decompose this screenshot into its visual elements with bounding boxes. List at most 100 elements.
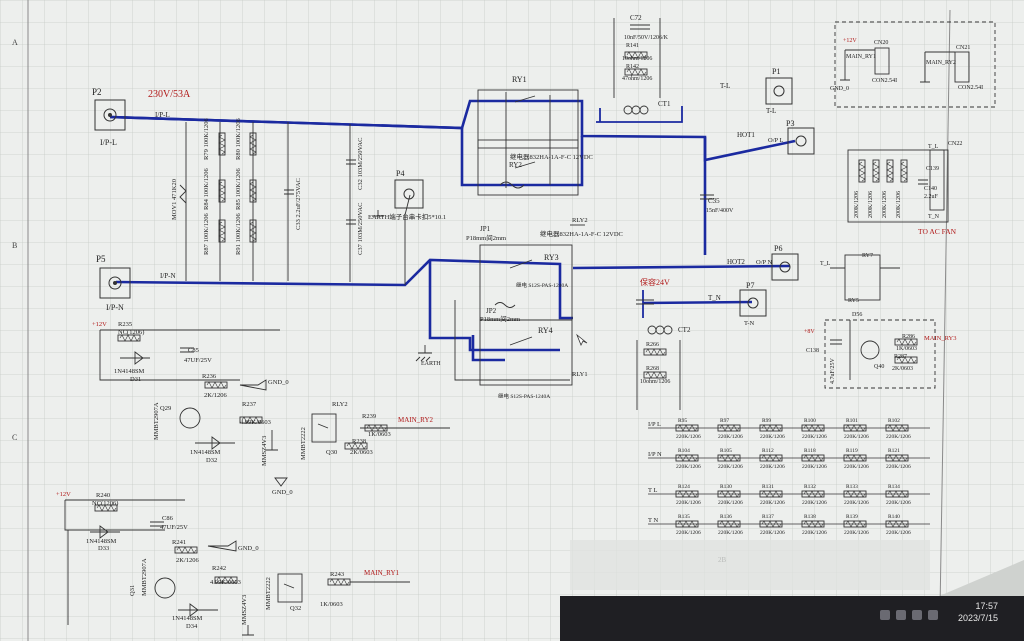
svg-text:RLY2: RLY2 (332, 401, 348, 408)
svg-text:CN21: CN21 (956, 45, 970, 51)
svg-text:P5: P5 (96, 254, 106, 264)
blurred-area (570, 540, 930, 590)
divider-resistor-value: 220K/1206 (844, 530, 869, 536)
windows-taskbar: 17:57 2023/7/15 (560, 596, 1024, 641)
wifi-icon[interactable] (912, 610, 922, 620)
svg-text:D56: D56 (852, 312, 862, 318)
svg-text:+12V: +12V (56, 491, 71, 498)
svg-text:200K/1206: 200K/1206 (896, 191, 902, 218)
mouse-cursor (576, 333, 588, 346)
divider-resistor-value: 220K/1206 (676, 464, 701, 470)
terminal-p1[interactable]: P1 T-L (765, 67, 793, 115)
svg-text:MAIN_RY1: MAIN_RY1 (846, 54, 876, 60)
svg-text:D31: D31 (130, 376, 141, 383)
tray-icon[interactable] (880, 610, 890, 620)
volume-icon[interactable] (928, 610, 938, 620)
svg-text:C86: C86 (162, 515, 174, 522)
divider-resistor-value: 220K/1206 (718, 500, 743, 506)
svg-text:R237: R237 (242, 401, 257, 408)
terminal-p4[interactable]: P4 (394, 169, 424, 209)
relay-ry1-ry2[interactable] (477, 89, 579, 196)
fan-drive-section[interactable]: 200K/1206 200K/1206 200K/1206 200K/1206 … (847, 141, 962, 236)
svg-text:1K/0603: 1K/0603 (320, 601, 343, 608)
svg-text:CN22: CN22 (948, 141, 962, 147)
input-filter-bank[interactable]: R79 100K/1206 R80 100K/1206 R84 100K/120… (171, 118, 364, 255)
divider-resistor-ref: R139 (846, 514, 858, 520)
relay-ry3-ry4[interactable] (479, 244, 573, 386)
svg-text:P1: P1 (772, 67, 780, 76)
svg-text:R243: R243 (330, 571, 344, 578)
svg-text:P18mm间2mm: P18mm间2mm (466, 234, 506, 242)
net-main-ry1: MAIN_RY1 (364, 569, 400, 577)
relay-driver-right[interactable]: T_L RY7 RY5 D56 +8V C138 4.7uF/25V Q40 R… (804, 253, 957, 389)
earth-symbol (372, 210, 432, 362)
relay-ry4-ref: RY4 (538, 326, 553, 335)
divider-resistor-ref: R112 (762, 448, 774, 454)
system-clock[interactable]: 17:57 2023/7/15 (957, 601, 998, 623)
svg-text:D33: D33 (98, 545, 109, 552)
relay-driver-1[interactable]: +12V R235 NC(1206) 1N4148SM D31 C85 47UF… (92, 321, 450, 496)
divider-resistor-value: 220K/1206 (676, 500, 701, 506)
net-label: I/P-L (155, 111, 170, 119)
terminal-p5[interactable]: P5 I/P-N (96, 254, 131, 312)
power-rating-label: 230V/53A (148, 89, 191, 100)
svg-text:Q32: Q32 (290, 605, 301, 612)
svg-text:继电 S12S-PAS-1240A: 继电 S12S-PAS-1240A (516, 281, 568, 289)
jumper-jp2: JP2 (486, 307, 497, 315)
svg-text:C37 103M/250VAC: C37 103M/250VAC (357, 203, 364, 255)
row-marker-a: A (12, 38, 18, 47)
svg-text:C32 103M/250VAC: C32 103M/250VAC (357, 138, 364, 190)
divider-resistor-value: 220K/1206 (760, 530, 785, 536)
power-wiring (109, 99, 796, 362)
divider-resistor-ref: R121 (888, 448, 900, 454)
divider-resistor-value: 220K/1206 (802, 530, 827, 536)
svg-text:P4: P4 (396, 169, 404, 178)
svg-text:C72: C72 (630, 14, 642, 22)
svg-text:4.99K/0603: 4.99K/0603 (210, 579, 241, 586)
svg-text:R79 100K/1206: R79 100K/1206 (203, 118, 210, 160)
svg-text:C85: C85 (188, 347, 199, 354)
divider-resistor-ref: R134 (888, 484, 900, 490)
svg-text:GND_0: GND_0 (830, 86, 849, 92)
svg-text:R240: R240 (96, 492, 110, 499)
terminal-p7[interactable]: P7 T-N (739, 281, 767, 327)
divider-resistor-ref: R124 (678, 484, 690, 490)
snubber-bottom[interactable]: C35 15nF/400V 保容24V CT2 R266 R268 10ohm/… (636, 194, 734, 410)
connector-block-top-right[interactable]: CN20 CON2.54I MAIN_RY1 CN21 CON2.54I MAI… (830, 21, 996, 108)
svg-text:2K/0603: 2K/0603 (350, 449, 373, 456)
snubber-top[interactable]: C72 10nF/50V/1206/K R141 10ohm/1206 R142… (613, 14, 671, 115)
divider-resistor-ref: R97 (720, 418, 729, 424)
net-label: HOT2 (727, 258, 745, 266)
svg-text:EARTH: EARTH (421, 361, 441, 367)
svg-text:P6: P6 (774, 244, 782, 253)
svg-text:I/P-L: I/P-L (100, 138, 117, 147)
terminal-p6[interactable]: P6 (771, 244, 799, 281)
divider-net-label: I/P L (648, 421, 661, 428)
svg-text:R286: R286 (902, 334, 915, 340)
svg-text:Q31: Q31 (129, 585, 136, 596)
svg-text:R236: R236 (202, 373, 217, 380)
svg-text:2.2uF: 2.2uF (924, 194, 939, 200)
svg-text:1N4148SM: 1N4148SM (172, 615, 203, 622)
divider-resistor-value: 220K/1206 (802, 434, 827, 440)
divider-resistor-value: 220K/1206 (844, 434, 869, 440)
svg-text:R235: R235 (118, 321, 132, 328)
svg-text:P2: P2 (92, 87, 102, 97)
terminal-p3[interactable]: P3 (786, 119, 815, 155)
svg-text:继电 S12S-PAS-1240A: 继电 S12S-PAS-1240A (498, 392, 550, 400)
divider-resistor-value: 220K/1206 (718, 434, 743, 440)
svg-text:47ohm/1206: 47ohm/1206 (622, 76, 652, 82)
svg-text:继电器832HA-1A-F-C 12VDC: 继电器832HA-1A-F-C 12VDC (540, 229, 623, 238)
terminal-p2[interactable]: P2 I/P-L (92, 87, 126, 147)
divider-resistor-ref: R131 (762, 484, 774, 490)
svg-text:10ohm/1206: 10ohm/1206 (622, 56, 652, 62)
svg-text:MMSZ4V3: MMSZ4V3 (241, 595, 248, 625)
svg-text:D32: D32 (206, 457, 217, 464)
svg-text:C138: C138 (806, 348, 819, 354)
divider-resistor-value: 220K/1206 (718, 464, 743, 470)
relay-driver-2[interactable]: +12V R240 NC(1206) 1N4148SM D33 C86 47UF… (56, 491, 410, 636)
tray-icon[interactable] (896, 610, 906, 620)
svg-text:C35: C35 (708, 197, 720, 205)
